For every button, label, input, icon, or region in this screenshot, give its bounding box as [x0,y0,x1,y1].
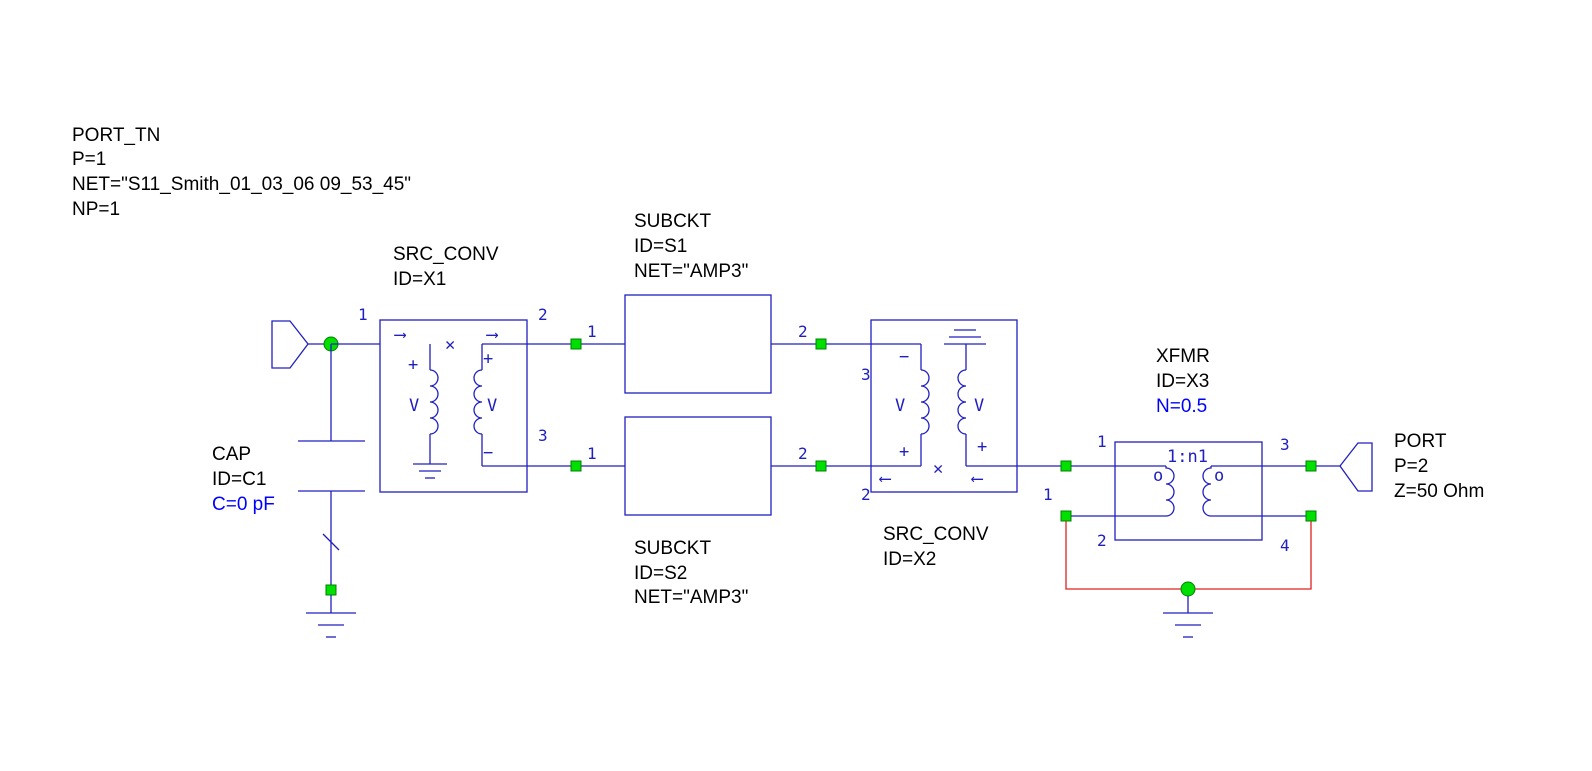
pin-node[interactable] [1060,460,1072,472]
pin-node[interactable] [1060,510,1072,522]
plus-sign: + [408,355,418,375]
turns-ratio: 1:n1 [1167,447,1208,467]
subckt-2-name: SUBCKT [634,538,711,559]
v-label: V [487,396,497,416]
src-conv-x2[interactable]: 3 2 − V + V + ✕ ⟵ ⟵ [861,319,1018,504]
port-tn-label[interactable]: PORT_TN P=1 NET="S11_Smith_01_03_06 09_5… [72,125,411,220]
src-conv-x1[interactable]: 1 2 3 ⟶ ⟶ ✕ + V + V − [358,305,548,493]
subckt-1-net: NET="AMP3" [634,261,748,282]
cross-icon: ✕ [445,335,455,355]
ground-icon [306,595,356,638]
port-tn-net: NET="S11_Smith_01_03_06 09_53_45" [72,174,411,195]
src-conv-2-name: SRC_CONV [883,524,989,545]
junction-node[interactable] [1180,581,1196,597]
cross-icon: ✕ [933,459,943,479]
pin-node[interactable] [815,460,827,472]
src-conv-1-box [379,319,528,493]
pin-node[interactable] [815,338,827,350]
arrow-left-icon: ⟵ [879,469,892,489]
cap-tick [322,533,340,551]
port-tn-symbol[interactable] [271,320,309,369]
coil-secondary-icon [473,369,483,435]
cap-id: ID=C1 [212,469,266,490]
coil-primary-icon [1165,466,1175,517]
transformer-x3[interactable]: 1 3 2 4 1:n1 o o [1070,432,1340,555]
pin-label: 2 [861,485,871,504]
pin-label: 2 [798,444,808,463]
port-2-name: PORT [1394,431,1447,452]
xfmr-name: XFMR [1156,346,1210,367]
xfmr-id: ID=X3 [1156,371,1209,392]
coil-primary-icon [429,369,439,435]
port-tn-name: PORT_TN [72,125,160,146]
port-tn-np: NP=1 [72,199,120,220]
dot-marker: o [1214,466,1224,486]
pin-node[interactable] [1305,510,1317,522]
subckt-2-id: ID=S2 [634,563,687,584]
dot-marker: o [1153,466,1163,486]
coil-secondary-icon [957,369,967,435]
pin-node[interactable] [570,460,582,472]
port-2-symbol[interactable] [1339,442,1373,492]
pin-label: 4 [1280,536,1290,555]
subckt-s1-box[interactable] [624,294,772,394]
v-label: V [974,396,984,416]
subckt-1-id: ID=S1 [634,236,687,257]
port-tn-p: P=1 [72,149,106,170]
plus-sign: + [977,437,987,457]
pin-label: 1 [587,444,597,463]
arrow-right-icon: ⟶ [394,325,407,345]
pin-label: 3 [538,426,548,445]
xfmr-n[interactable]: N=0.5 [1156,396,1207,417]
subckt-s2-box[interactable] [624,416,772,516]
v-label: V [895,396,905,416]
cap-value[interactable]: C=0 pF [212,494,275,515]
src-conv-1-name: SRC_CONV [393,244,499,265]
pin-node[interactable] [1305,460,1317,472]
xfmr-box [1114,441,1263,541]
coil-primary-icon [920,369,930,435]
pin-label: 2 [538,305,548,324]
pin-label: 1 [1043,485,1053,504]
plus-sign: + [899,442,909,462]
src-conv-2-box [870,319,1018,493]
plus-sign: + [483,349,493,369]
coil-secondary-icon [1202,466,1212,517]
pin-label: 1 [1097,432,1107,451]
pin-label: 2 [798,322,808,341]
pin-label: 1 [587,322,597,341]
pin-label: 1 [358,305,368,324]
arrow-left-icon: ⟵ [971,469,984,489]
arrow-right-icon: ⟶ [486,325,499,345]
cap-name: CAP [212,444,251,465]
pin-label: 3 [861,365,871,384]
src-conv-1-id: ID=X1 [393,269,446,290]
capacitor-c1[interactable] [298,344,365,590]
v-label: V [409,396,419,416]
pin-node[interactable] [325,584,337,596]
minus-sign: − [483,443,493,463]
pin-label: 3 [1280,435,1290,454]
ground-icon [1163,596,1213,638]
port-2-z: Z=50 Ohm [1394,481,1484,502]
subckt-2-net: NET="AMP3" [634,587,748,608]
pin-label: 2 [1097,531,1107,550]
pin-node[interactable] [570,338,582,350]
port-2-p: P=2 [1394,456,1428,477]
subckt-1-name: SUBCKT [634,211,711,232]
minus-sign: − [899,347,909,367]
src-conv-2-id: ID=X2 [883,549,936,570]
